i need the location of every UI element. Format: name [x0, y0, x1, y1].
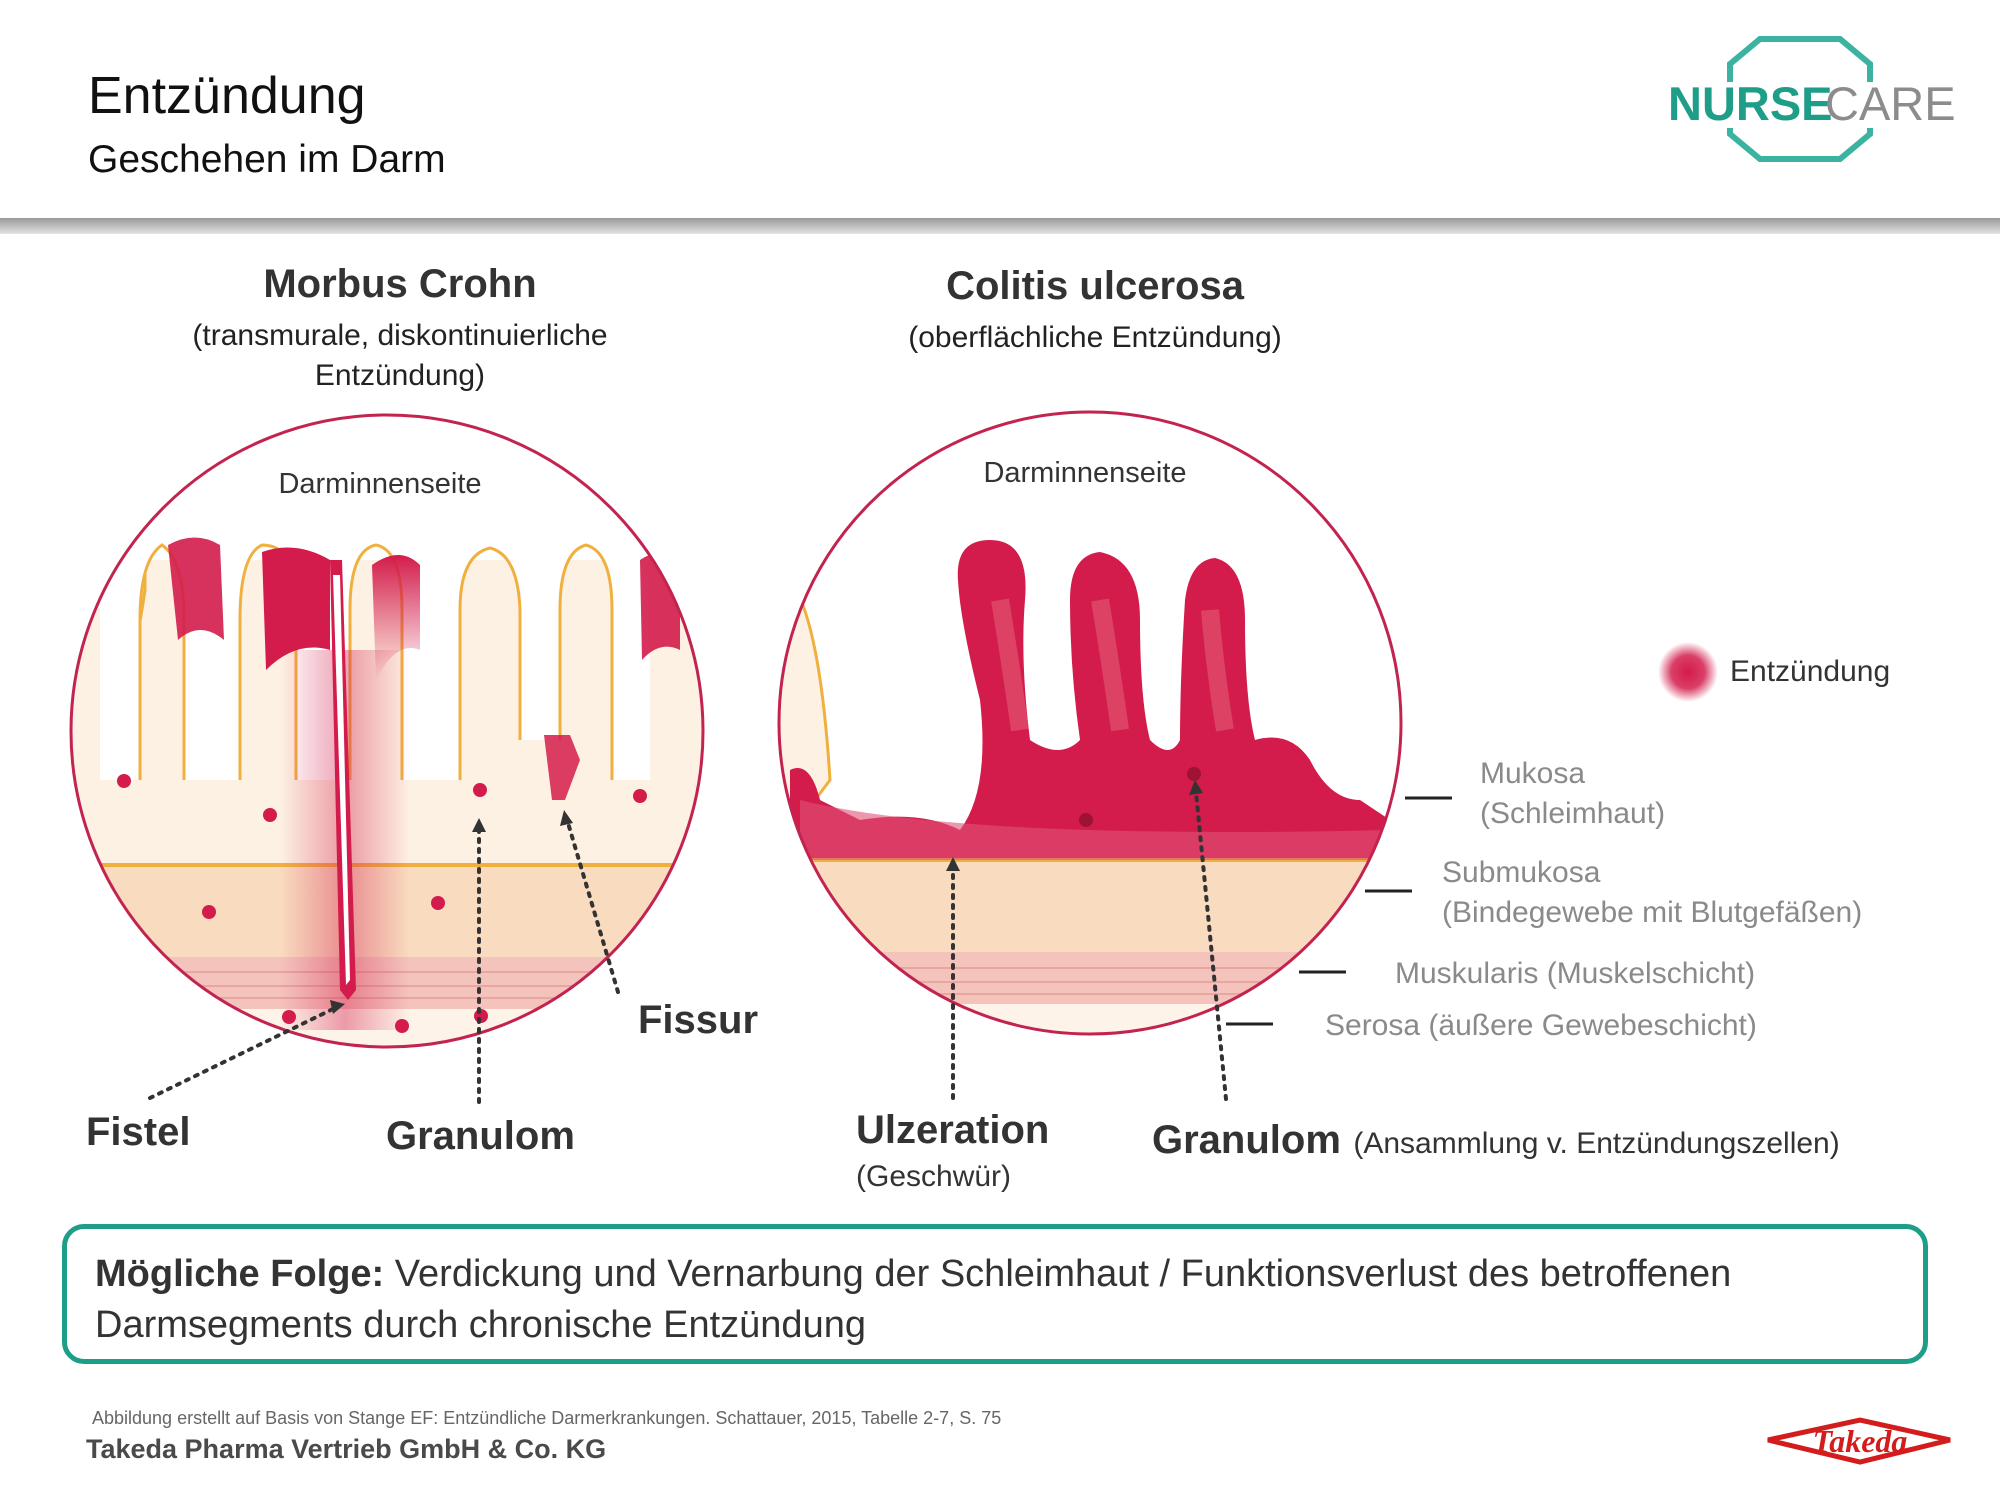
ulzeration-sublabel: (Geschwür) [856, 1160, 1012, 1193]
fissur-label: Fissur [638, 998, 759, 1042]
layer-leader-lines [1226, 796, 1452, 1026]
layer-mukosa-name: Mukosa [1480, 757, 1586, 790]
pointer-arrowheads [330, 780, 1203, 1014]
inflammation-legend-label: Entzündung [1730, 655, 1891, 688]
layer-serosa-label: Serosa (äußere Gewebeschicht) [1325, 1009, 1757, 1042]
layer-mukosa-desc: (Schleimhaut) [1480, 796, 1666, 830]
page-subtitle: Geschehen im Darm [88, 138, 446, 181]
consequence-text: Verdickung und Vernarbung der Schleimhau… [95, 1253, 1732, 1346]
company-name: Takeda Pharma Vertrieb GmbH & Co. KG [86, 1434, 607, 1464]
ulzeration-label: Ulzeration [856, 1108, 1050, 1152]
colitis-circle [777, 410, 1403, 1036]
crohn-circle [69, 413, 705, 1049]
crohn-granulom-label: Granulom [386, 1114, 575, 1158]
colitis-inner-label: Darminnenseite [983, 457, 1187, 489]
colitis-granulom-label: Granulom [1152, 1118, 1341, 1162]
crohn-title: Morbus Crohn [263, 262, 537, 306]
header-divider [0, 218, 2000, 234]
colitis-title: Colitis ulcerosa [946, 264, 1244, 308]
fistel-label: Fistel [86, 1110, 191, 1154]
layer-submukosa-name: Submukosa [1442, 856, 1601, 889]
layer-muskularis-label: Muskularis (Muskelschicht) [1395, 957, 1756, 990]
crohn-inner-label: Darminnenseite [278, 468, 482, 500]
pointer-lines [148, 790, 1228, 1104]
colitis-desc: (oberflächliche Entzündung) [908, 321, 1282, 354]
crohn-desc-line1: (transmurale, diskontinuierliche [192, 319, 608, 352]
source-citation: Abbildung erstellt auf Basis von Stange … [92, 1408, 1002, 1428]
layer-submukosa-label: Submukosa (Bindegewebe mit Blutgefäßen) [1442, 853, 1862, 933]
layer-mukosa-label: Mukosa (Schleimhaut) [1480, 754, 1665, 834]
consequence-label: Mögliche Folge: [95, 1253, 385, 1295]
logo-text-care: CARE [1825, 77, 1956, 130]
consequence-box: Mögliche Folge: Verdickung und Vernarbun… [62, 1224, 1928, 1364]
nursecare-logo: NURSE CARE [1668, 36, 1956, 162]
colitis-granulom-sublabel: (Ansammlung v. Entzündungszellen) [1353, 1127, 1840, 1160]
colitis-tissue [779, 412, 1401, 1034]
crohn-tissue [71, 415, 703, 1047]
crohn-desc-line2: Entzündung) [314, 359, 486, 392]
page-title: Entzündung [88, 67, 366, 125]
takeda-logo: Takeda [1767, 1417, 1951, 1465]
colitis-granulom-row: Granulom (Ansammlung v. Entzündungszelle… [1152, 1118, 1840, 1163]
layer-submukosa-desc: (Bindegewebe mit Blutgefäßen) [1442, 895, 1863, 929]
inflammation-legend-icon [1658, 642, 1718, 702]
logo-text-nurse: NURSE [1668, 77, 1833, 130]
takeda-logo-text: Takeda [1813, 1423, 1908, 1459]
